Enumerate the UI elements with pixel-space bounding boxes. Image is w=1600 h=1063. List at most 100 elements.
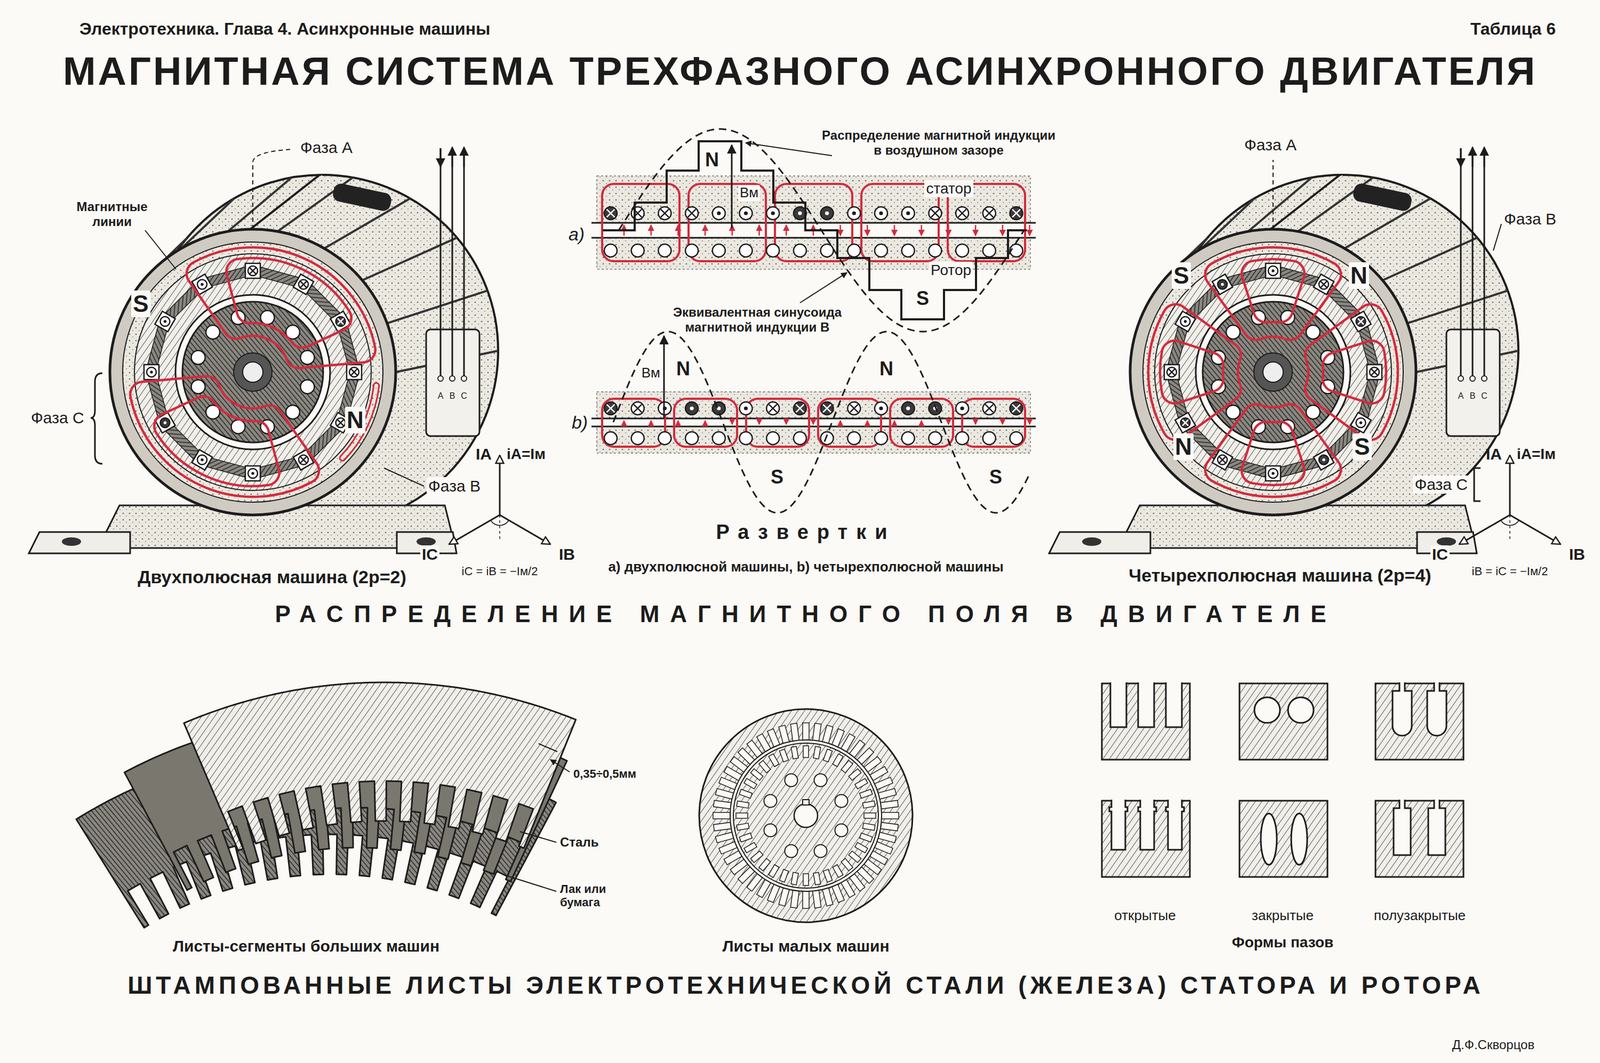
cooling-fin [1382,237,1477,281]
part-name: Ротор [929,261,973,279]
slot-shape [1392,682,1412,736]
conductor-symbol [766,402,780,415]
rotor-slot [832,865,844,878]
terminal [1469,376,1476,382]
subfigure-letter: b) [571,412,588,434]
stator-slot [878,832,897,844]
cross-mark [688,209,696,218]
rotor-slot [928,244,942,258]
stator-slot [767,729,780,748]
rotor-slot [739,244,753,258]
rotor-slot [779,869,789,883]
end-turn-bar [305,285,340,320]
rotor-slot [758,858,771,871]
magnetic-line [962,398,1026,447]
conductor-symbol [336,316,346,327]
rotor-slot [768,865,780,878]
dot-mark [163,421,167,424]
end-turn-bar [338,326,358,367]
conductor-symbol [685,206,699,220]
rotor-slot [1306,325,1320,340]
rotor-slot [231,419,246,434]
rotor-slot [766,244,780,258]
cooling-fin [1407,290,1508,324]
cross-mark [606,209,615,218]
current-arrow [440,148,442,167]
stator-slot [832,884,845,903]
cross-mark [300,457,307,463]
vent-slot [1352,182,1414,213]
developed-view [591,392,1036,454]
conductor-symbol [1356,316,1366,327]
cross-mark [1012,404,1021,413]
vent-hole [835,824,848,838]
conductor-symbol [298,279,309,290]
figure-caption: Двухполюсная машина (2p=2) [137,566,407,588]
bolt-hole [1082,537,1102,547]
cooling-fin [387,290,488,324]
air-gap-line [591,222,1036,224]
stator-slot [822,725,834,744]
dot-mark [771,211,775,215]
shaft-hole [794,804,818,828]
rotor-slot [285,405,300,420]
section-subtitle: Развертки [715,521,896,545]
conductor-symbol [197,279,207,290]
stator-slot [1164,364,1180,380]
dot-mark [1271,269,1275,272]
vector-label: IA [1485,445,1502,464]
rotor-slot [813,746,821,759]
rotor-slot [744,842,757,854]
rotor-slot [685,244,699,258]
motor-foot [1049,532,1151,554]
stator-slot [880,822,899,832]
motor-foot [28,532,131,554]
pole-letter: N [345,406,366,435]
flux-arrow [974,225,977,236]
rotor-slot [1226,325,1240,340]
stator-slot [812,723,822,742]
phase-axis [252,149,294,230]
slot-shape [1288,697,1314,724]
cooling-fin [227,177,292,232]
rotor-slot [191,379,206,394]
slot-shape [1254,697,1280,724]
cooling-fin [1248,177,1312,232]
vector-label: iA=Iм [506,445,546,463]
rotor-slot [1306,405,1320,420]
current-arrow [1460,148,1462,167]
leader-line [145,230,176,270]
conductor-symbol [160,316,170,327]
stator-slot [874,777,893,790]
magnetic-line [1241,259,1305,323]
rotor-slot [790,872,799,885]
stator-band [596,392,1031,419]
end-turn-bar [147,326,167,367]
slot-shape [1291,813,1308,866]
vent-hole [763,794,777,808]
rotor-slot [744,778,757,790]
phase-label: Фаза A [300,138,353,158]
rotor-slot [631,432,645,445]
conductor-symbol [847,402,861,415]
magnetic-line [130,376,319,498]
stator-slot [841,880,855,899]
conductor-symbol [874,206,888,220]
cross-mark [350,369,357,375]
conductor-symbol [1217,455,1228,466]
section-heading: РАСПРЕДЕЛЕНИЕ МАГНИТНОГО ПОЛЯ В ДВИГАТЕЛ… [274,601,1337,629]
rotor-slot [1010,432,1023,445]
subfigure-letter: a) [568,224,585,245]
slot-shape [1393,800,1411,856]
stator-slot [756,733,771,752]
stator-slot [802,723,810,741]
end-turn-bar [1168,378,1188,418]
conductor-symbol [146,367,157,378]
stator-slot [778,888,790,907]
part-name: Сталь [560,835,599,851]
conductor-symbol [298,455,309,466]
rotor-slot [955,244,969,258]
stator-slot [245,466,261,482]
stator-slot [802,891,810,909]
rotor-slot [750,851,763,863]
